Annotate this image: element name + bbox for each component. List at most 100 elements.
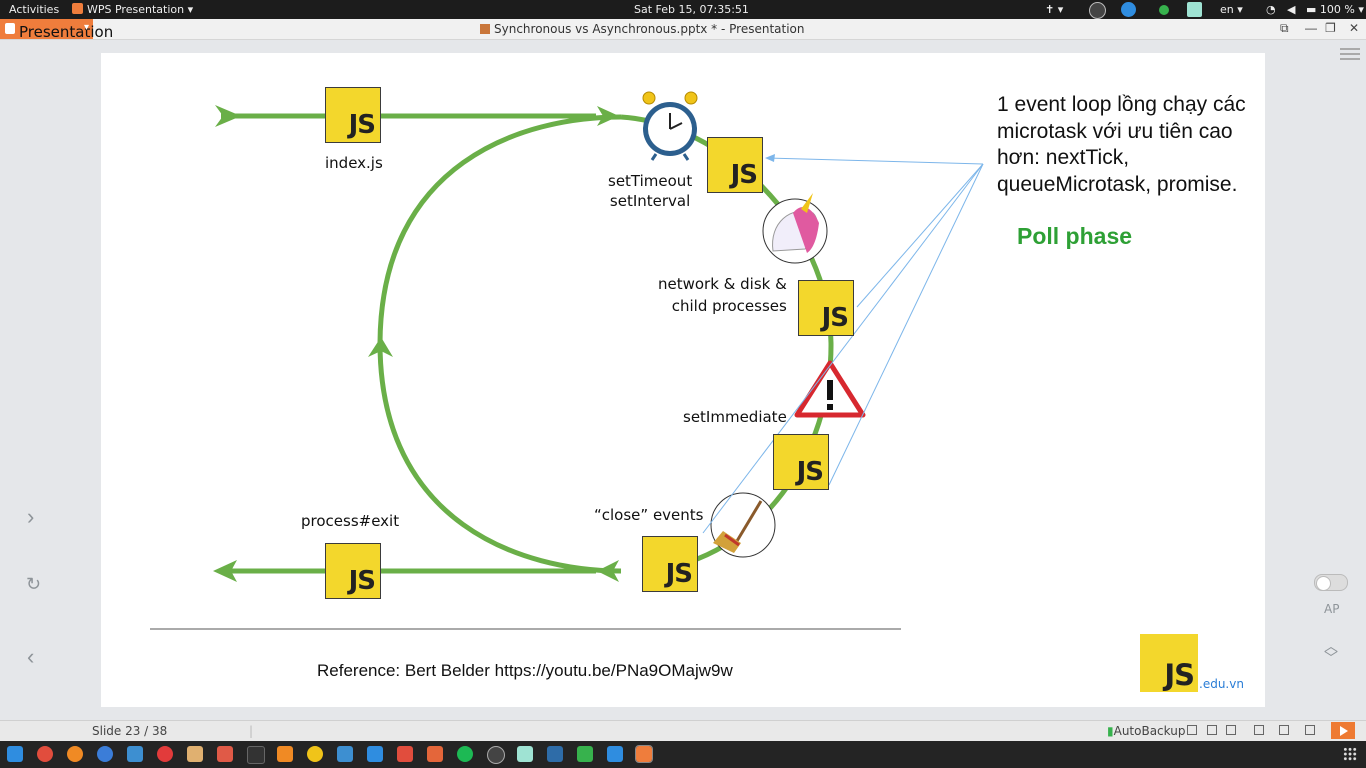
music-app-icon[interactable] <box>157 746 173 762</box>
callout-lines <box>702 157 984 534</box>
wifi-icon[interactable]: ◔ <box>1266 3 1276 16</box>
js-box-exit: JS <box>325 543 381 599</box>
previous-slide-chevron-left-icon[interactable]: ‹ <box>27 644 35 669</box>
normal-view-icon[interactable] <box>1254 725 1264 735</box>
battery-label: 100 % ▾ <box>1319 3 1364 16</box>
show-applications-icon[interactable] <box>1343 747 1357 761</box>
auto-play-toggle[interactable] <box>1314 574 1348 591</box>
microtask-note: 1 event loop lồng chạy các microtask với… <box>997 93 1246 196</box>
3d-app-icon[interactable] <box>547 746 563 762</box>
slide-canvas[interactable]: JS JS JS JS JS JS index.js setTimeout se… <box>101 53 1265 707</box>
autobackup-label: AutoBackup <box>1113 724 1186 738</box>
files-app-icon[interactable] <box>127 746 143 762</box>
status-icon-1[interactable] <box>1187 725 1197 735</box>
wps-presentation-icon <box>5 23 15 34</box>
screenshot-app-icon[interactable] <box>217 746 233 762</box>
slide-sorter-icon[interactable] <box>1279 725 1289 735</box>
document-title: Synchronous vs Asynchronous.pptx * - Pre… <box>480 22 805 36</box>
wps-writer-app-icon[interactable] <box>367 746 383 762</box>
js-box-timers: JS <box>707 137 763 193</box>
site-logo-text: JS <box>1164 658 1195 692</box>
activities-button[interactable]: Activities <box>9 3 60 16</box>
document-title-text: Synchronous vs Asynchronous.pptx * - Pre… <box>494 22 805 36</box>
document-icon <box>480 24 490 34</box>
close-button[interactable]: ✕ <box>1349 21 1360 35</box>
restore-layout-icon[interactable]: ⧉ <box>1280 21 1289 35</box>
label-process-exit: process#exit <box>301 512 400 530</box>
event-loop-diagram <box>150 91 984 630</box>
volume-icon[interactable]: ◀ <box>1287 3 1296 16</box>
js-text: JS <box>730 160 758 190</box>
accessibility-icon[interactable]: ✝ ▾ <box>1045 3 1064 16</box>
warning-icon <box>794 360 866 418</box>
tab-menu-icon[interactable]: ▾ <box>84 22 90 33</box>
vscode-app-icon[interactable] <box>607 746 623 762</box>
toggle-knob <box>1316 576 1331 591</box>
reading-view-icon[interactable] <box>1305 725 1315 735</box>
label-close-events: “close” events <box>594 506 704 524</box>
image-viewer-app-icon[interactable] <box>517 746 533 762</box>
battery-indicator[interactable]: ▬ 100 % ▾ <box>1306 3 1364 16</box>
thunderbird-app-icon[interactable] <box>97 746 113 762</box>
poll-phase-label: Poll phase <box>1017 223 1133 249</box>
obs-tray-icon[interactable] <box>1089 2 1106 19</box>
chrome-app-icon[interactable] <box>37 746 53 762</box>
status-icon-2[interactable] <box>1207 725 1217 735</box>
js-box-close: JS <box>642 536 698 592</box>
menu-app-icon[interactable] <box>7 746 23 762</box>
next-slide-chevron-right-icon[interactable]: › <box>27 504 35 529</box>
label-index-js: index.js <box>325 154 383 172</box>
js-text: JS <box>796 457 824 487</box>
reference-text: Reference: Bert Belder https://youtu.be/… <box>317 661 733 680</box>
js-box-immediate: JS <box>773 434 829 490</box>
folder-app-icon[interactable] <box>337 746 353 762</box>
label-network: network & disk & child processes <box>658 275 787 315</box>
site-logo: JS <box>1140 634 1198 692</box>
menu-icon[interactable] <box>1340 46 1360 60</box>
minimize-button[interactable]: — <box>1305 21 1317 35</box>
wps-app-icon <box>72 3 83 14</box>
autobackup-button[interactable]: ▮AutoBackup <box>1107 724 1185 738</box>
green-tray-icon[interactable] <box>1159 5 1169 15</box>
status-icon-3[interactable] <box>1226 725 1236 735</box>
slide-number: Slide 23 / 38 <box>92 724 168 738</box>
archive-app-icon[interactable] <box>187 746 203 762</box>
calculator-app-icon[interactable] <box>307 746 323 762</box>
loop-up-arrow <box>368 337 393 357</box>
refresh-icon[interactable]: ↻ <box>26 574 42 594</box>
terminal-app-icon[interactable] <box>247 746 265 764</box>
presentation-tab[interactable]: Presentation ▾ <box>0 19 113 41</box>
exit-arrow <box>213 560 237 582</box>
firefox-app-icon[interactable] <box>67 746 83 762</box>
teamviewer-tray-icon[interactable] <box>1121 2 1136 17</box>
obs-app-icon[interactable] <box>487 746 505 764</box>
wps-presentation-app-icon[interactable] <box>635 745 653 763</box>
language-selector[interactable]: en ▾ <box>1220 3 1243 16</box>
js-text: JS <box>348 566 376 596</box>
js-text: JS <box>665 559 693 589</box>
site-logo-suffix: .edu.vn <box>1199 677 1244 691</box>
js-text: JS <box>821 303 849 333</box>
spotify-app-icon[interactable] <box>457 746 473 762</box>
js-text: JS <box>348 110 376 140</box>
maximize-button[interactable]: ❐ <box>1325 21 1336 35</box>
unicorn-icon <box>762 193 828 264</box>
wps-pdf-app-icon[interactable] <box>397 746 413 762</box>
wps-title-bar: Presentation ▾ Synchronous vs Asynchrono… <box>0 19 1366 41</box>
entry-arrow <box>215 105 241 127</box>
autobackup-indicator-icon: ▮ <box>1107 724 1114 738</box>
presentation-tab-label: Presentation <box>19 23 114 41</box>
slideshow-play-button[interactable] <box>1331 722 1355 739</box>
sublime-app-icon[interactable] <box>277 746 293 762</box>
broom-icon <box>710 492 776 558</box>
app-tray-icon[interactable] <box>1187 2 1202 17</box>
js-box-network: JS <box>798 280 854 336</box>
alarm-clock-icon <box>642 91 698 161</box>
clock[interactable]: Sat Feb 15, 07:35:51 <box>634 3 749 16</box>
app-menu[interactable]: WPS Presentation ▾ <box>72 3 193 16</box>
slide-up-down-icon[interactable]: ︿﹀ <box>1324 638 1338 666</box>
kate-app-icon[interactable] <box>427 746 443 762</box>
ap-label: AP <box>1324 602 1340 616</box>
security-app-icon[interactable] <box>577 746 593 762</box>
system-top-bar: Activities WPS Presentation ▾ Sat Feb 15… <box>0 0 1366 19</box>
